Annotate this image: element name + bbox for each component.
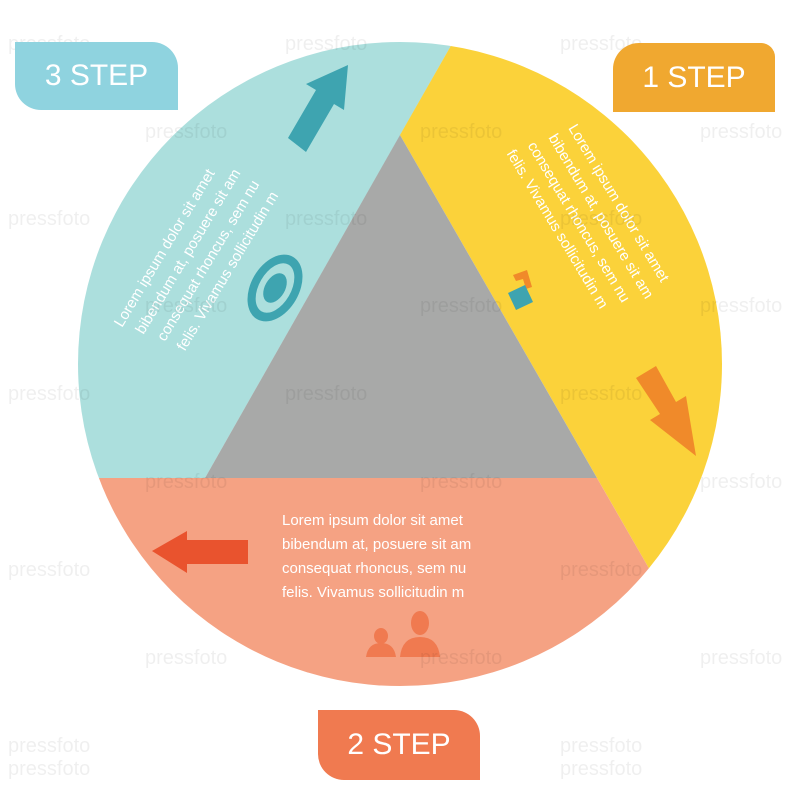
svg-text:pressfoto: pressfoto xyxy=(420,121,502,143)
svg-text:pressfoto: pressfoto xyxy=(560,383,642,405)
step-2-text: Lorem ipsum dolor sit amet bibendum at, … xyxy=(282,512,471,601)
people-icon xyxy=(366,611,440,657)
step-2-label-text: 2 STEP xyxy=(347,728,451,761)
svg-text:pressfoto: pressfoto xyxy=(700,295,782,317)
svg-text:pressfoto: pressfoto xyxy=(420,471,502,493)
step-3-label-text: 3 STEP xyxy=(44,59,149,92)
step-1-label-text: 1 STEP xyxy=(642,60,746,94)
arrow-down-right-icon xyxy=(636,366,696,456)
svg-text:pressfoto: pressfoto xyxy=(285,33,367,55)
center-triangle xyxy=(205,135,597,478)
svg-text:pressfoto: pressfoto xyxy=(145,647,227,669)
step-2-text-line: bibendum at, posuere sit am xyxy=(282,536,471,553)
svg-text:pressfoto: pressfoto xyxy=(8,383,90,405)
watermark: pressfoto pressfoto pressfoto pressfoto … xyxy=(8,33,782,780)
svg-text:pressfoto: pressfoto xyxy=(700,647,782,669)
svg-text:pressfoto: pressfoto xyxy=(420,647,502,669)
svg-text:pressfoto: pressfoto xyxy=(8,758,90,780)
arrow-left-icon xyxy=(152,531,248,573)
step-2-label: 2 STEP xyxy=(318,710,480,780)
svg-text:pressfoto: pressfoto xyxy=(700,471,782,493)
svg-text:pressfoto: pressfoto xyxy=(145,471,227,493)
step-2-text-line: Lorem ipsum dolor sit amet xyxy=(282,512,464,529)
step-2-text-line: felis. Vivamus sollicitudin m xyxy=(282,584,464,601)
eye-icon xyxy=(247,254,303,322)
svg-text:pressfoto: pressfoto xyxy=(560,758,642,780)
svg-text:pressfoto: pressfoto xyxy=(285,208,367,230)
svg-text:pressfoto: pressfoto xyxy=(8,559,90,581)
step-1-label: 1 STEP xyxy=(613,43,775,112)
svg-text:pressfoto: pressfoto xyxy=(560,735,642,757)
step-3-label: 3 STEP xyxy=(15,42,178,110)
svg-text:pressfoto: pressfoto xyxy=(8,208,90,230)
arrow-up-right-icon xyxy=(288,65,348,152)
svg-text:pressfoto: pressfoto xyxy=(560,208,642,230)
svg-text:pressfoto: pressfoto xyxy=(145,121,227,143)
svg-text:pressfoto: pressfoto xyxy=(560,559,642,581)
svg-text:pressfoto: pressfoto xyxy=(8,735,90,757)
svg-text:pressfoto: pressfoto xyxy=(420,295,502,317)
step-2-text-line: consequat rhoncus, sem nu xyxy=(282,560,466,577)
svg-text:pressfoto: pressfoto xyxy=(285,383,367,405)
svg-text:pressfoto: pressfoto xyxy=(700,121,782,143)
svg-text:pressfoto: pressfoto xyxy=(145,295,227,317)
squares-icon xyxy=(508,270,533,310)
